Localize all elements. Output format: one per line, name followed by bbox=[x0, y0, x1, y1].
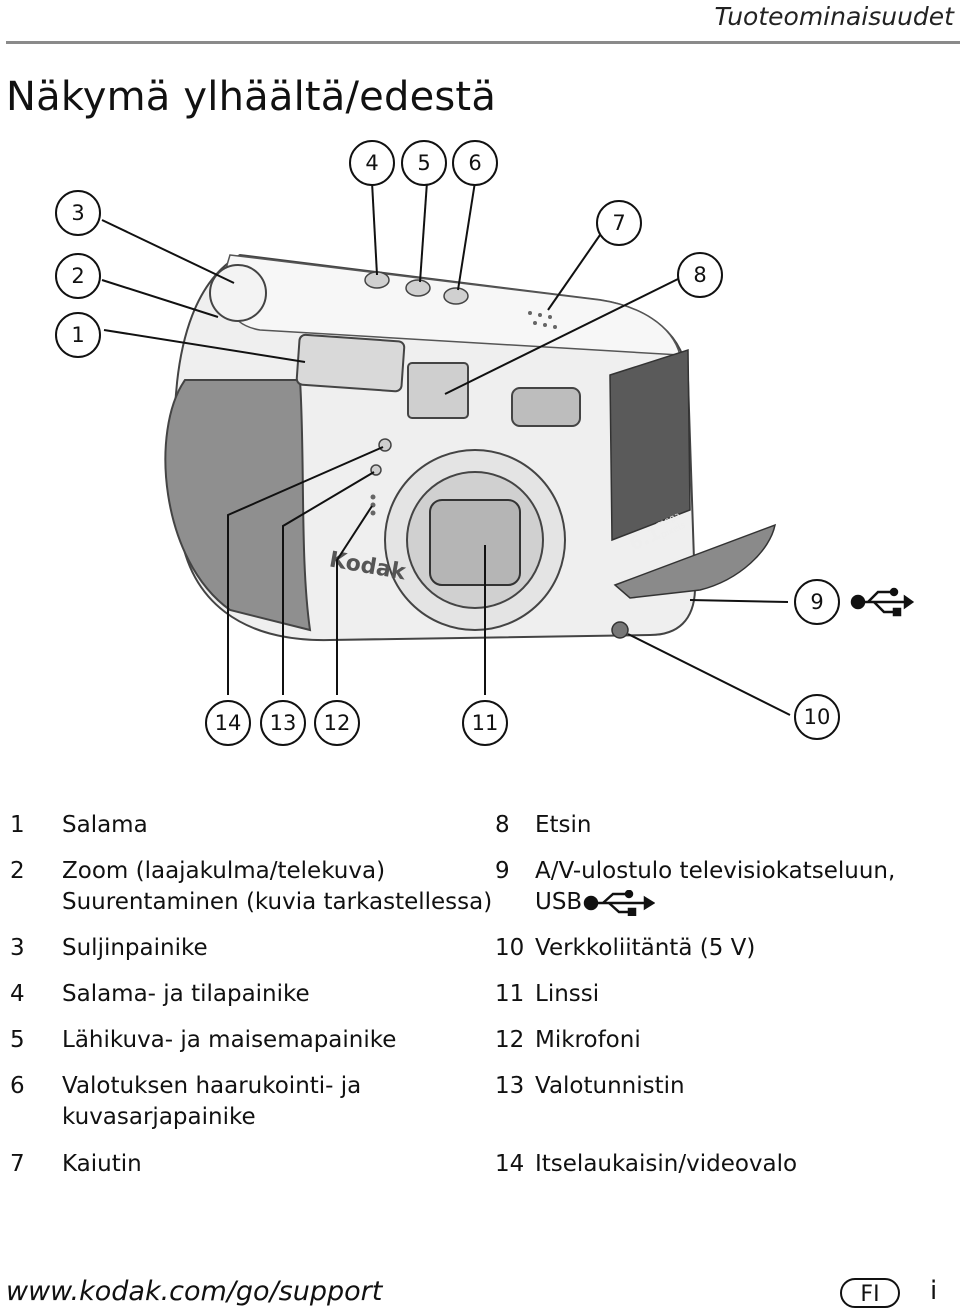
svg-text:11: 11 bbox=[472, 711, 499, 735]
svg-text:14: 14 bbox=[215, 711, 242, 735]
svg-text:3: 3 bbox=[71, 201, 84, 225]
legend-text: Mikrofoni bbox=[535, 1027, 641, 1053]
legend-item-4: 4 Salama- ja tilapainike bbox=[10, 979, 450, 1010]
callout-2: 2 bbox=[55, 253, 101, 299]
legend-number: 12 bbox=[495, 1027, 525, 1053]
legend-item-12: 12 Mikrofoni bbox=[495, 1025, 950, 1056]
camera-illustration: Kodak 6.1 mega pixels bbox=[164, 253, 777, 642]
legend-item-10: 10 Verkkoliitäntä (5 V) bbox=[495, 933, 950, 964]
legend-text: Salama bbox=[62, 812, 148, 838]
legend-item-8: 8 Etsin bbox=[495, 810, 950, 841]
svg-text:6: 6 bbox=[468, 151, 481, 175]
callout-12: 12 bbox=[314, 700, 360, 746]
callout-14: 14 bbox=[205, 700, 251, 746]
legend-item-13: 13 Valotunnistin bbox=[495, 1071, 950, 1102]
legend-text: Verkkoliitäntä (5 V) bbox=[535, 935, 756, 961]
camera-figure: Kodak 6.1 mega pixels 1 2 3 4 5 6 7 8 9 … bbox=[55, 140, 915, 746]
legend-item-3: 3 Suljinpainike bbox=[10, 933, 450, 964]
lens-glass bbox=[429, 499, 521, 586]
legend-item-1: 1 Salama bbox=[10, 810, 450, 841]
legend-number: 5 bbox=[10, 1027, 25, 1053]
svg-text:1: 1 bbox=[71, 323, 84, 347]
legend-number: 13 bbox=[495, 1073, 525, 1099]
svg-text:10: 10 bbox=[804, 705, 831, 729]
page-number: i bbox=[930, 1276, 938, 1306]
legend-number: 4 bbox=[10, 981, 25, 1007]
legend-number: 6 bbox=[10, 1073, 25, 1099]
callout-8: 8 bbox=[677, 252, 723, 298]
legend-text: Suljinpainike bbox=[62, 935, 208, 961]
page-header-title: Tuoteominaisuudet bbox=[714, 2, 954, 31]
legend-item-2: 2 Zoom (laajakulma/telekuva) Suurentamin… bbox=[10, 856, 492, 918]
svg-text:7: 7 bbox=[612, 211, 625, 235]
burst-button bbox=[443, 287, 469, 305]
legend-text: Linssi bbox=[535, 981, 600, 1007]
legend-number: 9 bbox=[495, 858, 510, 884]
callout-13: 13 bbox=[260, 700, 306, 746]
header-rule bbox=[6, 41, 960, 44]
legend-text: USB bbox=[535, 889, 583, 915]
camera-side-panel bbox=[609, 348, 691, 542]
legend-item-7: 7 Kaiutin bbox=[10, 1149, 450, 1180]
legend-number: 1 bbox=[10, 812, 25, 838]
legend-text: Etsin bbox=[535, 812, 592, 838]
legend-text: Valotuksen haarukointi- ja bbox=[62, 1073, 362, 1099]
legend-number: 11 bbox=[495, 981, 525, 1007]
callout-11: 11 bbox=[462, 700, 508, 746]
svg-text:4: 4 bbox=[365, 151, 378, 175]
legend-text: Valotunnistin bbox=[535, 1073, 685, 1099]
callout-5: 5 bbox=[401, 140, 447, 186]
dc-in-socket bbox=[611, 621, 629, 639]
legend-item-14: 14 Itselaukaisin/videovalo bbox=[495, 1149, 950, 1180]
sensor-window bbox=[511, 387, 581, 427]
legend-number: 2 bbox=[10, 858, 25, 884]
legend-text: Kaiutin bbox=[62, 1151, 142, 1177]
callout-7: 7 bbox=[596, 200, 642, 246]
callout-4: 4 bbox=[349, 140, 395, 186]
legend-text: Itselaukaisin/videovalo bbox=[535, 1151, 798, 1177]
legend-text: A/V-ulostulo televisiokatseluun, bbox=[535, 858, 896, 884]
legend-item-9: 9 A/V-ulostulo televisiokatseluun, USB bbox=[495, 856, 950, 918]
legend-item-6: 6 Valotuksen haarukointi- ja kuvasarjapa… bbox=[10, 1071, 450, 1133]
microphone-hole bbox=[370, 494, 376, 500]
flash-window bbox=[295, 333, 406, 393]
legend-number: 10 bbox=[495, 935, 525, 961]
port-cover bbox=[613, 523, 777, 599]
svg-text:5: 5 bbox=[417, 151, 430, 175]
legend-number: 8 bbox=[495, 812, 510, 838]
callout-6: 6 bbox=[452, 140, 498, 186]
legend-number: 3 bbox=[10, 935, 25, 961]
callout-3: 3 bbox=[55, 190, 101, 236]
legend-number: 7 bbox=[10, 1151, 25, 1177]
callout-9: 9 bbox=[794, 579, 840, 625]
speaker-grille bbox=[528, 311, 557, 329]
legend-text: Zoom (laajakulma/telekuva) bbox=[62, 858, 386, 884]
self-timer-lamp bbox=[378, 438, 392, 452]
callout-1: 1 bbox=[55, 312, 101, 358]
camera-grip bbox=[164, 379, 312, 632]
shutter-button bbox=[209, 264, 267, 322]
svg-text:12: 12 bbox=[324, 711, 351, 735]
svg-text:2: 2 bbox=[71, 264, 84, 288]
usb-icon bbox=[850, 587, 915, 617]
legend-item-11: 11 Linssi bbox=[495, 979, 950, 1010]
legend-item-5: 5 Lähikuva- ja maisemapainike bbox=[10, 1025, 450, 1056]
svg-text:13: 13 bbox=[270, 711, 297, 735]
language-badge: FI bbox=[840, 1278, 900, 1308]
legend-text: kuvasarjapainike bbox=[62, 1104, 256, 1130]
legend-text: Salama- ja tilapainike bbox=[62, 981, 310, 1007]
legend-text: Suurentaminen (kuvia tarkastellessa) bbox=[62, 889, 493, 915]
close-up-button bbox=[405, 279, 431, 297]
legend-number: 14 bbox=[495, 1151, 525, 1177]
callout-10: 10 bbox=[794, 694, 840, 740]
page-title: Näkymä ylhäältä/edestä bbox=[6, 74, 497, 120]
support-link[interactable]: www.kodak.com/go/support bbox=[6, 1276, 383, 1307]
legend-text: Lähikuva- ja maisemapainike bbox=[62, 1027, 397, 1053]
svg-text:9: 9 bbox=[810, 590, 823, 614]
viewfinder-window bbox=[407, 362, 469, 419]
leader-lines bbox=[101, 181, 791, 716]
microphone-hole bbox=[370, 510, 376, 516]
svg-text:8: 8 bbox=[693, 263, 706, 287]
usb-icon bbox=[583, 890, 655, 916]
